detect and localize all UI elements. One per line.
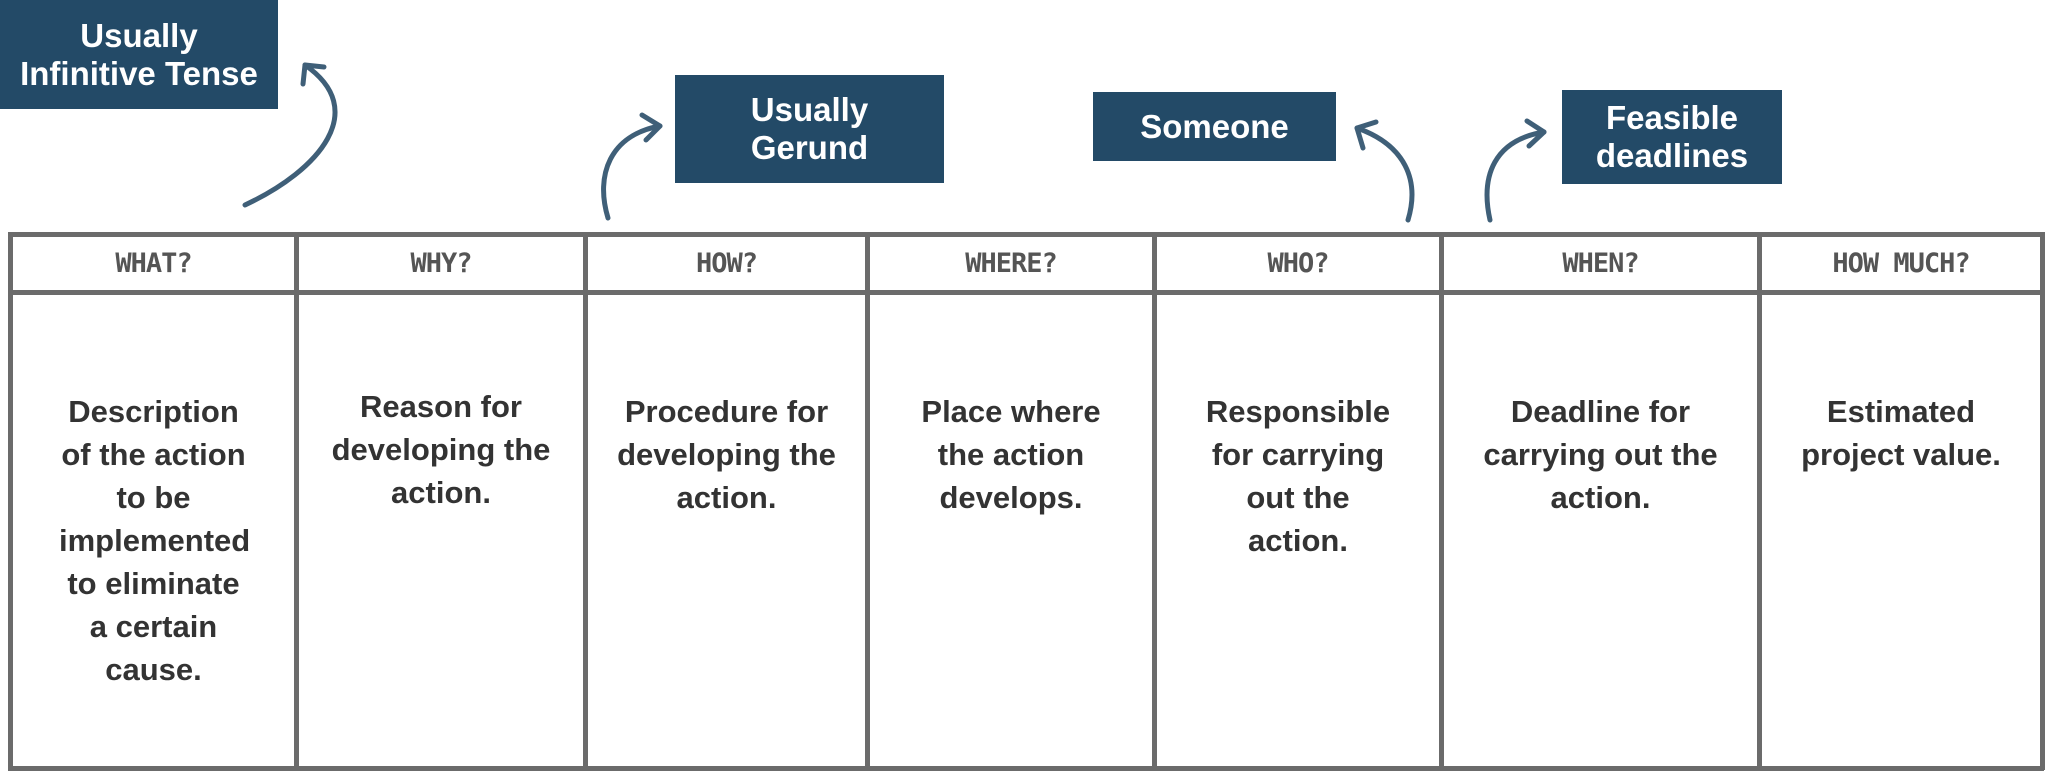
column-divider [583, 232, 588, 770]
column-body-why: Reason for developing the action. [331, 389, 551, 510]
column-body-where: Place where the action develops. [921, 394, 1101, 515]
table-bottom-border [8, 766, 2044, 771]
column-header-where: WHERE? [965, 247, 1058, 279]
column-header-how-much: HOW MUCH? [1832, 247, 1970, 279]
table-top-border [8, 232, 2044, 237]
column-body-what: Description of the action to be implemen… [59, 394, 251, 687]
callout-gerund: Usually Gerund [675, 75, 944, 183]
column-divider [8, 232, 13, 770]
table-header-divider [8, 290, 2044, 295]
callout-infinitive-tense: Usually Infinitive Tense [0, 0, 278, 109]
column-body-who: Responsible for carrying out the action. [1205, 394, 1391, 558]
column-body-how-much: Estimated project value. [1801, 394, 2001, 472]
callout-someone: Someone [1093, 92, 1336, 161]
callout-feasible-deadlines: Feasible deadlines [1562, 90, 1782, 184]
column-divider [294, 232, 299, 770]
column-header-how: HOW? [695, 247, 758, 279]
column-header-why: WHY? [410, 247, 472, 279]
column-body-how: Procedure for developing the action. [617, 394, 836, 515]
column-divider [1439, 232, 1444, 770]
column-divider [865, 232, 870, 770]
column-header-when: WHEN? [1562, 247, 1639, 279]
column-divider [1757, 232, 1762, 770]
column-header-what: WHAT? [115, 247, 192, 279]
column-divider [2040, 232, 2045, 770]
column-divider [1152, 232, 1157, 770]
column-header-who: WHO? [1267, 247, 1329, 279]
column-body-when: Deadline for carrying out the action. [1483, 394, 1718, 515]
